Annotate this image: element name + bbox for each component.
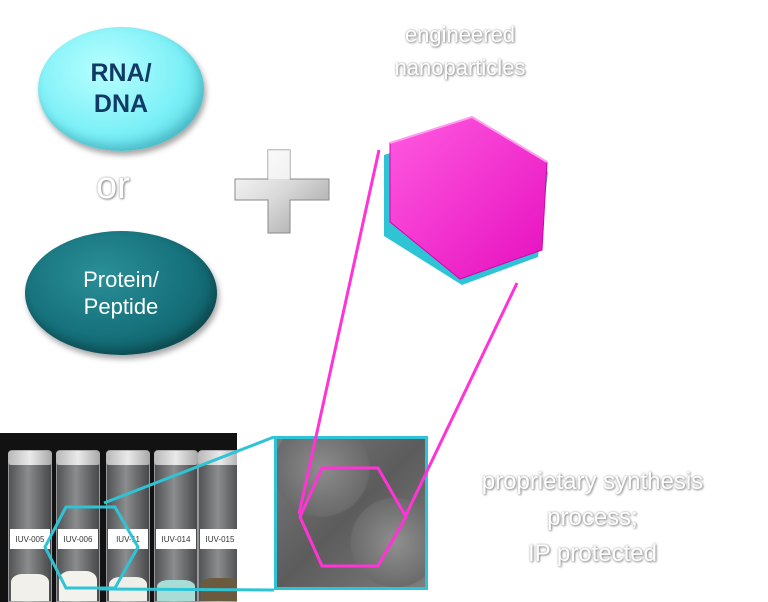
rna-dna-line2: DNA [93, 90, 149, 118]
nanoparticle-title-line1: engineered [404, 22, 516, 47]
nanoparticle-title: engineered nanoparticles [355, 18, 565, 84]
vial-powder [11, 574, 49, 601]
plus-icon [234, 149, 330, 234]
nanoparticle-title-line2: nanoparticles [394, 55, 526, 80]
synthesis-line3: IP protected [528, 540, 657, 567]
vial-cap [106, 451, 150, 465]
cyan-connector-lines [99, 435, 275, 592]
protein-peptide-ellipse: Protein/ Peptide [25, 231, 217, 355]
synthesis-line2: process; [547, 504, 638, 531]
vial-cap [154, 451, 198, 465]
vial-label: IUV-014 [156, 529, 196, 549]
synthesis-line1: proprietary synthesis [481, 468, 704, 495]
magenta-connector-lines [297, 149, 519, 516]
vial-highlight-hexagon [43, 505, 140, 590]
protein-line1: Protein/ [83, 266, 159, 292]
vial: IUV-11 [106, 450, 150, 602]
synthesis-caption: proprietary synthesis process; IP protec… [440, 464, 745, 572]
vial-label: IUV-005 [10, 529, 50, 549]
protein-line2: Peptide [83, 294, 159, 319]
vial: IUV-006 [56, 450, 100, 602]
rna-dna-ellipse: RNA/ DNA [38, 27, 204, 151]
hexagon-nanoparticle-icon [384, 115, 548, 285]
vial-label: IUV-015 [200, 529, 237, 549]
vial: IUV-015 [198, 450, 237, 602]
rna-dna-line1: RNA/ [90, 58, 152, 87]
sem-highlight-hexagon [298, 466, 408, 568]
vial-cap [56, 451, 100, 465]
vial-label: IUV-006 [58, 529, 98, 549]
vial-cap [8, 451, 52, 465]
or-label: or [96, 165, 130, 207]
vial: IUV-005 [8, 450, 52, 602]
